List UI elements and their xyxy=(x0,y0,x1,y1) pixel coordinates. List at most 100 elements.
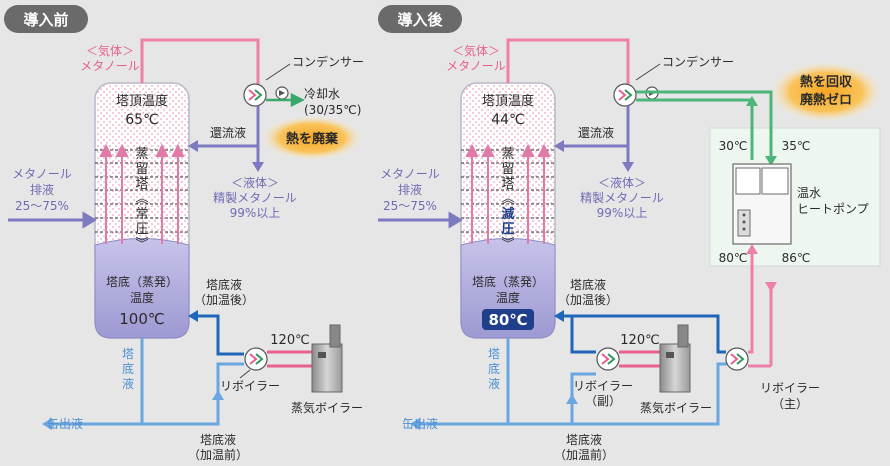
bottom-temp-value: 80℃ xyxy=(488,311,527,329)
bottoms-line xyxy=(50,338,244,426)
bottom-label-2: 温度 xyxy=(496,290,520,305)
svg-text:︾: ︾ xyxy=(135,237,148,252)
heat-recovery-label-2: 廃熱ゼロ xyxy=(799,92,852,108)
gas-sub: メタノール xyxy=(446,59,506,73)
top-temp-label: 塔頂温度 xyxy=(116,93,168,109)
panel-after: 導入後 塔頂温度 44℃ 蒸 xyxy=(378,5,882,462)
hp-temp-low: 80℃ xyxy=(719,251,748,265)
feed-arrow xyxy=(8,211,97,229)
svg-text:減: 減 xyxy=(501,206,514,222)
bottom-temp-value: 100℃ xyxy=(119,310,164,328)
vapor-line xyxy=(140,38,260,84)
preheat-label-1: 塔底液 xyxy=(200,432,236,447)
vapor-line xyxy=(506,38,630,84)
heat-pump-label-1: 温水 xyxy=(797,186,821,200)
condenser-leader xyxy=(635,63,661,81)
bottoms-vertical-label: 塔 底 液 xyxy=(488,347,500,391)
steam-line xyxy=(619,350,660,368)
reflux-arrowhead xyxy=(554,140,564,152)
svg-text:塔: 塔 xyxy=(122,347,134,361)
boiler-icon xyxy=(659,324,691,393)
heat-pump-icon xyxy=(732,163,792,245)
hp-out-arrowhead xyxy=(746,96,758,106)
hot-water-loop xyxy=(748,248,773,368)
feed-arrow xyxy=(378,211,463,229)
svg-text:底: 底 xyxy=(122,361,134,376)
boiler-icon xyxy=(311,324,343,393)
liquid-label: ＜液体＞ xyxy=(598,175,646,190)
waste-heat-label: 熱を廃棄 xyxy=(286,131,339,147)
steam-temp: 120℃ xyxy=(620,333,659,348)
header-badge xyxy=(378,5,462,33)
top-temp-value: 65℃ xyxy=(125,112,159,128)
bottom-label: 塔底（蒸発） xyxy=(106,274,178,289)
pump-icon xyxy=(275,86,289,100)
condenser-icon xyxy=(613,83,637,107)
reboiler-main-label-2: （主） xyxy=(772,397,808,411)
svg-text:塔: 塔 xyxy=(501,177,514,192)
reflux-label: 還流液 xyxy=(210,125,246,140)
header-title: 導入前 xyxy=(23,11,68,29)
bottoms-vertical-label: 塔 底 液 xyxy=(122,347,134,391)
reflux-label: 還流液 xyxy=(578,125,614,140)
svg-text:塔: 塔 xyxy=(488,347,500,361)
liquid-purity: 99%以上 xyxy=(597,206,648,220)
bottom-temp-badge xyxy=(482,309,534,330)
feed-label-3: 25〜75% xyxy=(15,199,69,213)
hp-in-arrowhead xyxy=(765,156,777,166)
bottom-label: 塔底（蒸発） xyxy=(472,274,544,289)
hw-down-arrowhead xyxy=(765,282,777,292)
top-temp-value: 44℃ xyxy=(491,112,525,128)
preheat-label-2: （加温前） xyxy=(554,447,614,462)
preheat-label-1: 塔底液 xyxy=(566,432,602,447)
condensate-line xyxy=(196,106,260,162)
svg-text:︽: ︽ xyxy=(135,192,148,207)
product-arrowhead xyxy=(622,162,634,172)
gas-sub: メタノール xyxy=(80,59,140,73)
svg-text:液: 液 xyxy=(122,376,134,391)
hp-temp-high: 86℃ xyxy=(782,251,811,265)
liquid-product: 精製メタノール xyxy=(213,191,297,205)
svg-text:底: 底 xyxy=(488,361,500,376)
discharge-arrowhead xyxy=(410,418,420,430)
heated-return-line xyxy=(196,314,244,356)
svg-text:︾: ︾ xyxy=(501,237,514,252)
svg-text:常: 常 xyxy=(135,207,148,222)
svg-text:圧: 圧 xyxy=(501,222,514,237)
preheat-arrowhead xyxy=(212,390,224,400)
distillation-column: 塔頂温度 44℃ 蒸 留 塔 ︽ 減 圧 ︾ 塔底（蒸発） 温度 80℃ xyxy=(460,82,556,339)
condenser-leader xyxy=(265,63,291,81)
heat-recovery-glow xyxy=(770,62,882,122)
heated-label-1: 塔底液 xyxy=(570,277,606,292)
heated-label-1: 塔底液 xyxy=(206,277,242,292)
column-vertical-label: 蒸 留 塔 ︽ 減 圧 ︾ xyxy=(501,147,514,252)
reboiler-icon xyxy=(244,347,268,371)
heated-arrowhead xyxy=(188,310,198,322)
header-title: 導入後 xyxy=(397,11,443,29)
hp-temp-in: 30℃ xyxy=(719,139,748,153)
column-vertical-label: 蒸 留 塔 ︽ 常 圧 ︾ xyxy=(135,147,148,252)
svg-text:塔: 塔 xyxy=(135,177,148,192)
svg-text:留: 留 xyxy=(135,162,148,177)
header-badge xyxy=(4,5,88,33)
preheat-label-2: （加温前） xyxy=(188,447,248,462)
discharge-label: 缶出液 xyxy=(47,416,83,431)
hp-temp-out: 35℃ xyxy=(782,139,811,153)
heated-label-2: （加温後） xyxy=(558,293,618,307)
coolant-label: 冷却水 xyxy=(304,87,340,101)
svg-text:圧: 圧 xyxy=(135,222,148,237)
svg-text:液: 液 xyxy=(488,376,500,391)
reboiler-label: リボイラー xyxy=(220,379,280,393)
coolant-arrow xyxy=(266,92,305,108)
discharge-label: 缶出液 xyxy=(402,416,438,431)
reboiler-sub-label-2: （副） xyxy=(585,394,621,408)
distillation-column: 塔頂温度 65℃ 蒸 留 塔 ︽ 常 圧 ︾ 塔底（蒸発） 温度 100℃ xyxy=(94,82,190,339)
condenser-label: コンデンサー xyxy=(292,54,364,69)
steam-temp: 120℃ xyxy=(270,333,309,348)
reboiler-sub-icon xyxy=(596,347,620,371)
discharge-arrowhead xyxy=(42,418,52,430)
coolant-temp: (30/35℃) xyxy=(304,103,361,117)
condenser-label: コンデンサー xyxy=(662,54,734,69)
heated-arrowhead xyxy=(554,310,564,322)
boiler-label: 蒸気ボイラー xyxy=(640,400,712,415)
